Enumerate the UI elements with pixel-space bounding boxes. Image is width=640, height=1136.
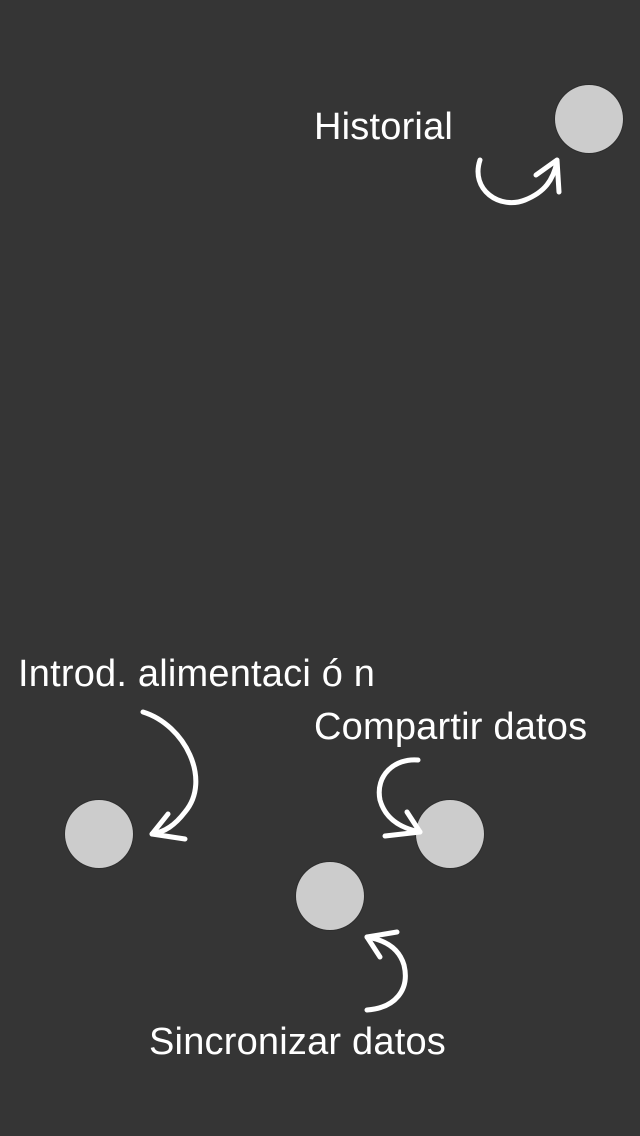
food-entry-label: Introd. alimentaci ó n <box>18 653 376 695</box>
food-entry-arrow-icon <box>140 709 199 842</box>
share-data-label: Compartir datos <box>314 706 588 748</box>
food-entry-button[interactable] <box>65 800 133 868</box>
sync-data-arrow-icon <box>364 929 408 1013</box>
history-label: Historial <box>314 106 454 148</box>
history-arrow-icon <box>475 157 562 206</box>
share-data-button[interactable] <box>416 800 484 868</box>
history-button[interactable] <box>555 85 623 153</box>
sync-data-button[interactable] <box>296 862 364 930</box>
sync-data-label: Sincronizar datos <box>149 1021 446 1063</box>
share-data-arrow-icon <box>376 757 423 839</box>
